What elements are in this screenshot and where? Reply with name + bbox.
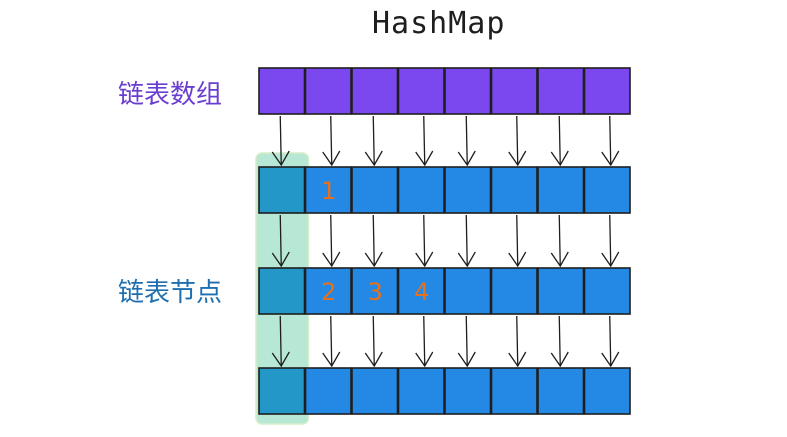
arrow-head (457, 251, 476, 268)
node-cell (537, 367, 585, 415)
node-cell (537, 166, 585, 214)
arrow-line (279, 115, 282, 166)
arrow-line (372, 115, 375, 166)
arrow-line (465, 315, 468, 367)
arrow-head (415, 251, 434, 268)
arrow-head (322, 351, 341, 368)
arrow-head (508, 251, 527, 268)
arrow-head (550, 150, 569, 167)
array-cell (304, 67, 352, 115)
array-cell (583, 67, 631, 115)
node-cell (397, 267, 445, 315)
arrow-line (558, 315, 561, 367)
node-cell (304, 367, 352, 415)
arrow-head (415, 351, 434, 368)
array-cell (351, 67, 399, 115)
node-cell (304, 267, 352, 315)
node-cell (490, 267, 538, 315)
arrow-head (457, 351, 476, 368)
arrow-head (322, 150, 341, 167)
cell-number: 1 (321, 177, 336, 205)
diagram-title: HashMap (372, 6, 506, 41)
nodes-label: 链表节点 (118, 278, 223, 308)
arrow-head (271, 351, 290, 368)
array-cell (444, 67, 492, 115)
arrow-head (601, 351, 620, 368)
arrow-head (271, 150, 290, 167)
arrow-head (550, 351, 569, 368)
arrow-line (423, 214, 426, 267)
array-cell (397, 67, 445, 115)
cell-number: 4 (414, 278, 429, 306)
arrow-line (558, 214, 561, 267)
arrow-line (330, 115, 333, 166)
arrow-line (330, 315, 333, 367)
arrow-line (609, 315, 612, 367)
node-cell (444, 367, 492, 415)
cell-number: 2 (321, 278, 336, 306)
arrow-line (372, 214, 375, 267)
arrow-head (601, 251, 620, 268)
arrow-line (516, 115, 519, 166)
node-cell (583, 166, 631, 214)
node-cell (351, 166, 399, 214)
node-cell (258, 367, 306, 415)
arrow-line (279, 214, 282, 267)
arrow-line (465, 214, 468, 267)
node-cell (444, 166, 492, 214)
node-cell (397, 367, 445, 415)
arrow-head (364, 351, 383, 368)
node-cell (304, 166, 352, 214)
array-cell (490, 67, 538, 115)
arrow-head (415, 150, 434, 167)
node-cell (258, 166, 306, 214)
arrow-line (372, 315, 375, 367)
arrow-head (271, 251, 290, 268)
arrow-line (558, 115, 561, 166)
arrow-head (322, 251, 341, 268)
node-cell (351, 267, 399, 315)
arrow-line (330, 214, 333, 267)
arrow-line (516, 214, 519, 267)
arrow-line (279, 315, 282, 367)
array-cell (258, 67, 306, 115)
arrow-head (364, 150, 383, 167)
node-cell (537, 267, 585, 315)
arrow-head (508, 150, 527, 167)
arrow-line (423, 115, 426, 166)
arrow-line (465, 115, 468, 166)
cell-number: 3 (368, 278, 383, 306)
node-cell (258, 267, 306, 315)
node-cell (490, 166, 538, 214)
arrow-line (423, 315, 426, 367)
array-cell (537, 67, 585, 115)
node-cell (583, 267, 631, 315)
arrow-head (457, 150, 476, 167)
arrow-head (601, 150, 620, 167)
node-cell (444, 267, 492, 315)
arrow-head (550, 251, 569, 268)
arrow-head (364, 251, 383, 268)
node-cell (351, 367, 399, 415)
arrow-line (609, 214, 612, 267)
node-cell (583, 367, 631, 415)
node-cell (397, 166, 445, 214)
arrow-head (508, 351, 527, 368)
node-cell (490, 367, 538, 415)
arrow-line (609, 115, 612, 166)
array-label: 链表数组 (118, 80, 223, 110)
arrow-line (516, 315, 519, 367)
